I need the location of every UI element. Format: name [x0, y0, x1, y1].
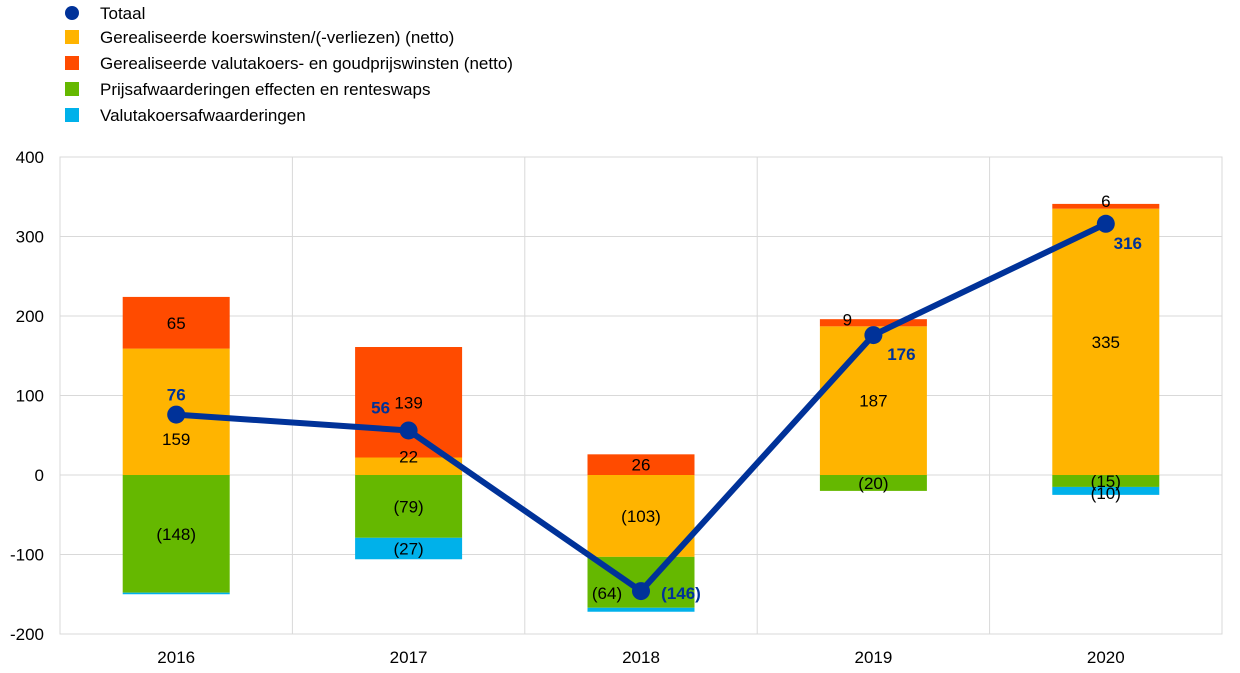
- total-data-label: 316: [1114, 234, 1142, 253]
- legend-label-prijsafwaarderingen: Prijsafwaarderingen effecten en renteswa…: [100, 80, 430, 99]
- bar-segment: [587, 607, 695, 612]
- total-point: [1096, 214, 1115, 233]
- bar-data-label: (79): [393, 497, 423, 516]
- bar-segment: [819, 326, 927, 475]
- legend-label-totaal: Totaal: [100, 4, 145, 23]
- total-point: [632, 582, 650, 601]
- y-tick-label: 0: [35, 466, 44, 485]
- legend-swatch-valutakoersafwaarderingen: [65, 108, 79, 122]
- x-tick-label: 2020: [1087, 648, 1125, 667]
- total-point: [864, 326, 883, 345]
- y-tick-label: -200: [10, 625, 44, 644]
- bar-data-label: (20): [858, 474, 888, 493]
- legend-item-koerswinsten: Gerealiseerde koerswinsten/(-verliezen) …: [65, 28, 454, 47]
- x-tick-label: 2018: [622, 648, 660, 667]
- bar-segment: [355, 475, 463, 538]
- bar-segment: [355, 537, 463, 560]
- bar-data-label: 65: [167, 314, 186, 333]
- legend-label-valutakoerswinsten: Gerealiseerde valutakoers- en goudprijsw…: [100, 54, 513, 73]
- total-point: [399, 421, 418, 440]
- y-tick-label: -100: [10, 546, 44, 565]
- legend-label-valutakoersafwaarderingen: Valutakoersafwaarderingen: [100, 106, 306, 125]
- bar-data-label: (148): [156, 525, 196, 544]
- bar-data-label: 9: [843, 310, 852, 329]
- bar-data-label: (64): [592, 584, 622, 603]
- bar-segment: [819, 319, 927, 327]
- y-tick-label: 200: [16, 307, 44, 326]
- bar-segment: [587, 475, 695, 557]
- bar-data-label: (103): [621, 507, 661, 526]
- total-data-label: 56: [371, 398, 390, 417]
- total-data-label: (146): [661, 584, 701, 603]
- legend-swatch-valutakoerswinsten: [65, 56, 79, 70]
- bar-data-label: 139: [394, 393, 422, 412]
- bar-segment: [122, 475, 230, 593]
- bar-data-label: 187: [859, 392, 887, 411]
- y-tick-label: 100: [16, 387, 44, 406]
- bar-data-label: (15): [1091, 472, 1121, 491]
- legend-item-valutakoerswinsten: Gerealiseerde valutakoers- en goudprijsw…: [65, 54, 513, 73]
- bar-data-label: 26: [632, 456, 651, 475]
- bar-segment: [122, 296, 230, 349]
- total-data-label: 176: [887, 345, 915, 364]
- bar-segment: [1052, 203, 1160, 209]
- bar-data-label: 22: [399, 448, 418, 467]
- bar-data-label: (10): [1091, 484, 1121, 503]
- total-data-label: 76: [167, 386, 186, 405]
- bar-data-label: 6: [1101, 192, 1110, 211]
- plot-area: -200 -100 0 100 200 300 400 2016 2017 2018 2019 202…: [10, 148, 1223, 667]
- legend-item-prijsafwaarderingen: Prijsafwaarderingen effecten en renteswa…: [65, 80, 430, 99]
- bar-data-label: 159: [162, 430, 190, 449]
- bar-segment: [355, 457, 463, 475]
- total-point: [167, 405, 186, 424]
- bar-segment: [1052, 475, 1160, 487]
- y-tick-label: 400: [16, 148, 44, 167]
- bar-segment: [1052, 208, 1160, 476]
- legend-swatch-koerswinsten: [65, 30, 79, 44]
- bar-segment: [587, 454, 695, 475]
- legend-label-koerswinsten: Gerealiseerde koerswinsten/(-verliezen) …: [100, 28, 454, 47]
- legend-marker-totaal: [65, 6, 79, 20]
- y-tick-label: 300: [16, 228, 44, 247]
- legend: Totaal Gerealiseerde koerswinsten/(-verl…: [65, 4, 513, 125]
- legend-swatch-prijsafwaarderingen: [65, 82, 79, 96]
- x-tick-label: 2019: [854, 648, 892, 667]
- bar-segment: [1052, 486, 1160, 495]
- bar-data-label: 335: [1092, 333, 1120, 352]
- bar-segment: [122, 592, 230, 595]
- bar-segment: [819, 475, 927, 491]
- legend-item-totaal: Totaal: [65, 4, 145, 23]
- bar-data-label: (27): [393, 540, 423, 559]
- x-tick-label: 2017: [390, 648, 428, 667]
- legend-item-valutakoersafwaarderingen: Valutakoersafwaarderingen: [65, 106, 306, 125]
- x-tick-label: 2016: [157, 648, 195, 667]
